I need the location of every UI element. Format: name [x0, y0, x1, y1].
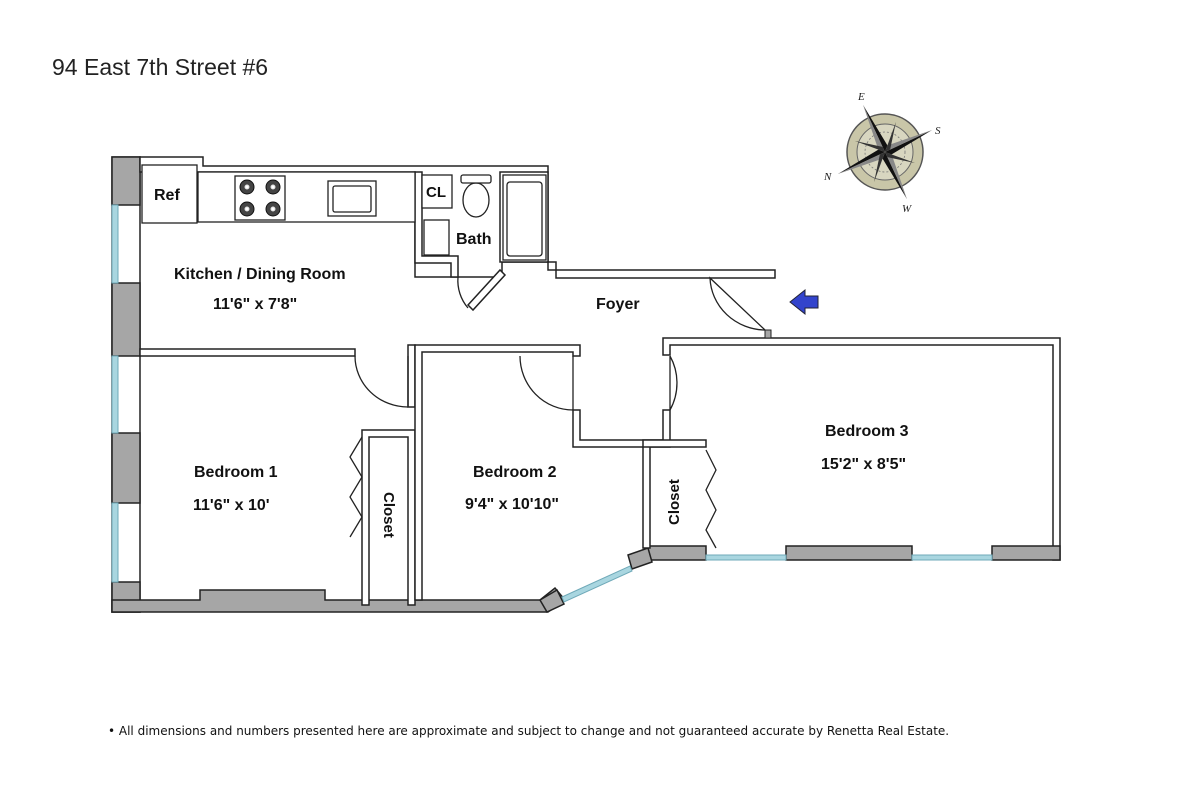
door-closet3: [705, 449, 717, 549]
wall-west-pier-2: [111, 282, 141, 357]
door-bedroom3: [669, 355, 678, 411]
bedroom1-size: 11'6" x 10': [193, 497, 270, 514]
toilet: [462, 182, 490, 218]
entry-arrow-icon: [789, 288, 819, 316]
wall-bedroom3-south-3: [647, 545, 707, 561]
closet3-label: Closet: [666, 479, 683, 525]
disclaimer-text: • All dimensions and numbers presented h…: [108, 724, 950, 738]
wall-angled-2: [538, 588, 566, 613]
compass-label-w: W: [902, 203, 912, 215]
wall-west-pier-3: [111, 432, 141, 504]
closet1-label: Closet: [380, 492, 397, 538]
door-entry: [709, 276, 766, 331]
wall-bed1-east-top: [407, 344, 416, 408]
refrigerator: [141, 164, 198, 224]
wall-bath-diag: [466, 268, 507, 312]
door-bath: [457, 276, 469, 309]
closet-cl: [421, 174, 453, 209]
compass-label-s: S: [935, 125, 941, 137]
bedroom3-size: 15'2" x 8'5": [821, 456, 906, 473]
bedroom2-size: 9'4" x 10'10": [465, 496, 559, 513]
window-west-1: [111, 204, 119, 284]
wall-kitchen-bed1: [139, 348, 356, 357]
window-south-1: [705, 554, 787, 561]
wall-bedroom3-outer: [662, 337, 1061, 561]
window-south-2: [911, 554, 993, 561]
kitchen-size: 11'6" x 7'8": [213, 296, 297, 313]
wall-south: [111, 586, 567, 613]
wall-angled-1: [627, 547, 653, 570]
window-angled: [561, 565, 633, 603]
closet-cl-label: CL: [426, 184, 446, 201]
bath-label: Bath: [456, 231, 492, 248]
door-closet1: [349, 436, 363, 538]
bedroom3-name: Bedroom 3: [825, 423, 909, 440]
foyer-label: Foyer: [596, 296, 640, 313]
kitchen-name: Kitchen / Dining Room: [174, 266, 346, 283]
wall-bed2: [414, 344, 581, 601]
bedroom1-name: Bedroom 1: [194, 464, 278, 481]
bedroom2-name: Bedroom 2: [473, 464, 557, 481]
wall-bedroom3-south-2: [991, 545, 1061, 561]
wall-west-pier-1: [111, 156, 141, 206]
compass-icon: [837, 104, 933, 200]
entry-threshold: [764, 329, 772, 339]
kitchen-counter: [197, 171, 416, 223]
wall-bed2-east: [572, 409, 671, 549]
compass-label-e: E: [857, 91, 865, 103]
wall-bedroom3-south-1: [785, 545, 913, 561]
compass-label-n: N: [823, 171, 832, 183]
bath-sink: [423, 219, 450, 256]
wall-closet3: [642, 439, 707, 448]
window-west-2: [111, 355, 119, 434]
page-title: 94 East 7th Street #6: [52, 54, 269, 80]
ref-label: Ref: [154, 187, 180, 204]
door-bedroom1: [354, 355, 409, 408]
door-bedroom2: [519, 355, 574, 411]
window-west-3: [111, 502, 119, 583]
